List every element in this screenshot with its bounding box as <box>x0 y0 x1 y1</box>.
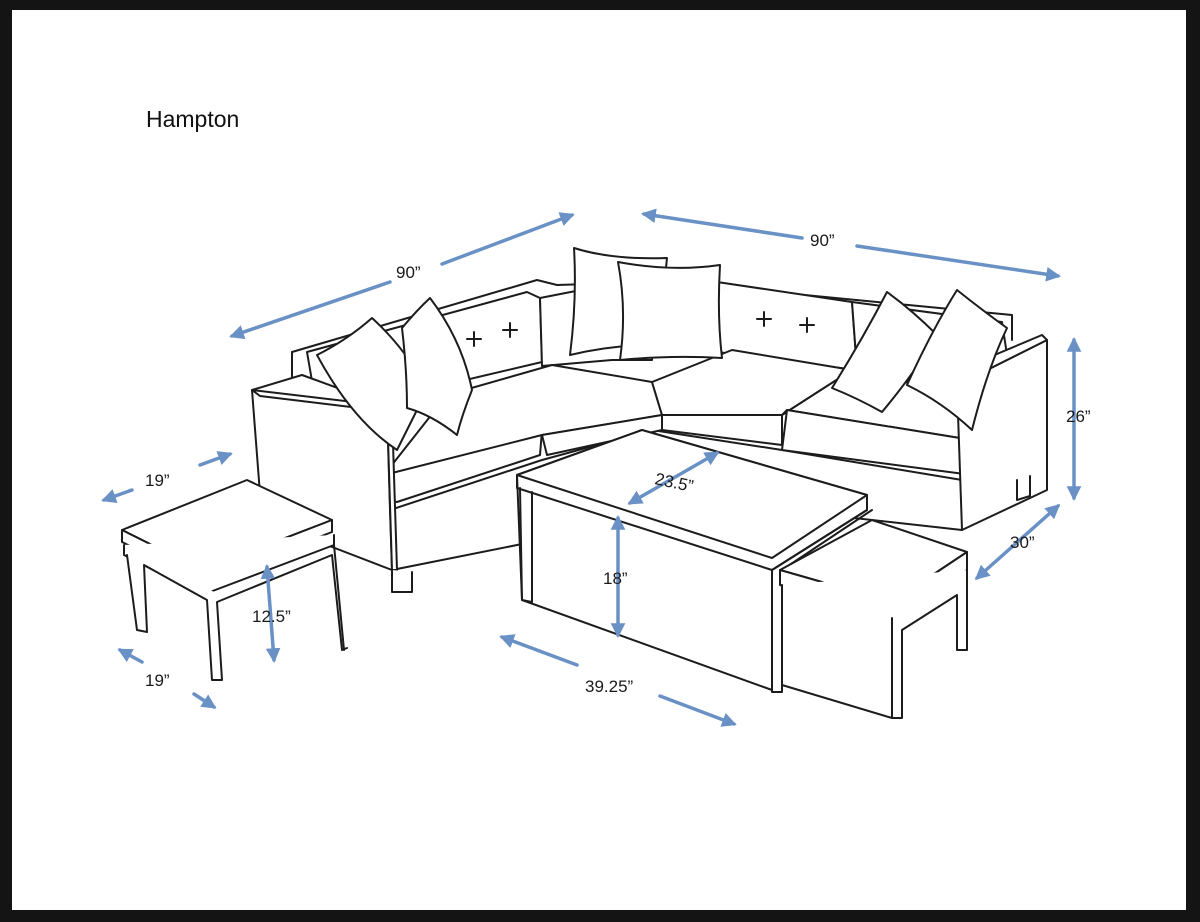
right-leg <box>1016 475 1031 501</box>
dim-arrow-sofa-right-b <box>855 244 1061 282</box>
dim-arrow-sofa-depth <box>974 504 1061 580</box>
diagram-sheet: Hampton <box>12 10 1186 910</box>
label-sofa-depth: 30” <box>1010 533 1035 552</box>
dim-arrow-stool-width-a <box>101 488 134 503</box>
dim-arrow-stool-height <box>260 564 281 663</box>
label-stool-depth: 19” <box>145 671 170 690</box>
dim-arrow-stool-width-b <box>198 451 233 467</box>
pillow-4 <box>617 261 723 361</box>
ottoman-right-frame <box>781 569 968 719</box>
dim-arrow-stool-depth-b <box>192 692 217 709</box>
dim-arrow-table-depth <box>627 451 720 505</box>
product-title: Hampton <box>146 106 240 132</box>
dim-arrow-sofa-left-b <box>440 212 575 266</box>
dim-arrow-sofa-right-a <box>641 208 804 240</box>
ottoman-left <box>121 479 348 681</box>
label-stool-height: 12.5” <box>252 607 291 626</box>
label-sofa-length-right: 90” <box>810 231 835 250</box>
label-table-height: 18” <box>603 569 628 588</box>
left-leg <box>391 569 413 593</box>
label-table-length: 39.25” <box>585 677 634 696</box>
pillow-2 <box>401 297 473 436</box>
dimension-arrows <box>101 208 1082 727</box>
label-sofa-length-left: 90” <box>396 263 421 282</box>
dimension-labels: 90” 90” 26” 30” 19” 19” 12.5” 23.5” 18” … <box>145 231 1091 696</box>
label-sofa-height: 26” <box>1066 407 1091 426</box>
dim-arrow-stool-depth-a <box>117 648 144 664</box>
label-stool-width: 19” <box>145 471 170 490</box>
ottoman-left-frame <box>126 554 348 681</box>
dim-arrow-table-length-b <box>658 694 737 727</box>
tufting-buttons <box>466 311 815 347</box>
dim-arrow-sofa-left-a <box>229 280 392 340</box>
throw-pillows <box>316 247 1008 451</box>
sectional-sofa-diagram: 90” 90” 26” 30” 19” 19” 12.5” 23.5” 18” … <box>101 208 1091 727</box>
pillow-6 <box>906 289 1008 431</box>
dim-arrow-table-length-a <box>499 634 579 667</box>
ottoman-right <box>779 519 968 719</box>
